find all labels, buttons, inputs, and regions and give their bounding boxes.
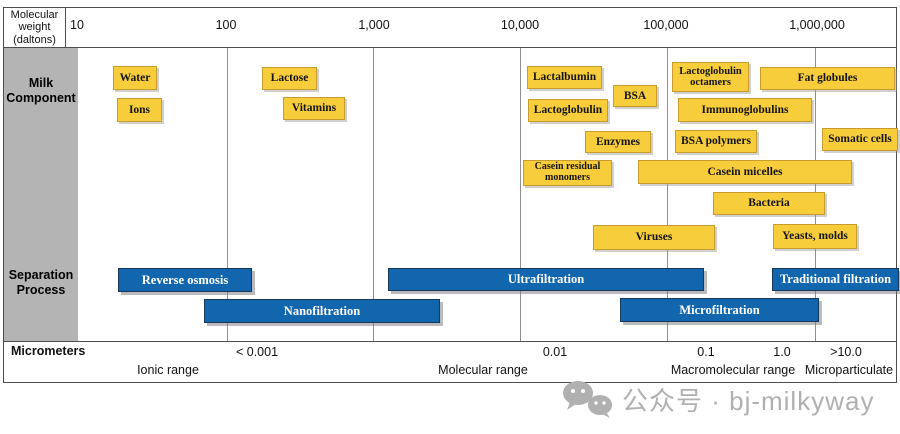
- component-box-lactoglobulin: Lactoglobulin: [528, 99, 608, 122]
- component-box-bsa: BSA: [613, 85, 657, 107]
- sidebar-gray-panel: [4, 48, 78, 341]
- molecular-weight-axis-label: Molecular weight (daltons): [10, 9, 59, 46]
- axis-label-box-border: [65, 8, 66, 47]
- component-box-lactose: Lactose: [262, 67, 317, 90]
- gridline-100: [227, 48, 228, 341]
- um-value-10: 1.0: [773, 345, 791, 359]
- dalton-tick-10k: 10,000: [500, 18, 540, 32]
- range-label-microparticulate: Microparticulate: [804, 363, 894, 377]
- milk-component-label: Milk Component: [6, 76, 76, 105]
- dalton-tick-10: 10: [70, 18, 84, 32]
- component-box-enzymes: Enzymes: [585, 131, 651, 153]
- watermark-text: 公众号 · bj-milkyway: [622, 385, 875, 416]
- dalton-tick-100: 100: [215, 18, 237, 32]
- component-box-vitamins: Vitamins: [283, 97, 345, 120]
- um-value-0001: < 0.001: [235, 345, 279, 359]
- dalton-tick-1k: 1,000: [358, 18, 390, 32]
- process-bar-microfiltration: Microfiltration: [620, 298, 819, 322]
- um-value-01: 0.1: [697, 345, 715, 359]
- component-box-somatic-cells: Somatic cells: [822, 128, 898, 151]
- component-box-bacteria: Bacteria: [713, 192, 825, 215]
- um-value-gt10: >10.0: [830, 345, 862, 359]
- component-box-yeasts-molds: Yeasts, molds: [773, 224, 857, 249]
- process-bar-traditional-filtration: Traditional filtration: [772, 268, 899, 291]
- dalton-tick-1m: 1,000,000: [789, 18, 845, 32]
- component-box-immunoglobulins: Immunoglobulins: [678, 98, 812, 122]
- wechat-icon: [562, 380, 614, 418]
- watermark: 公众号 · bj-milkyway: [562, 380, 874, 418]
- component-box-bsa-polymers: BSA polymers: [675, 130, 757, 153]
- gridline-100k: [667, 48, 668, 341]
- component-box-fat-globules: Fat globules: [760, 67, 895, 90]
- process-bar-nanofiltration: Nanofiltration: [204, 299, 440, 323]
- range-label-macromolecular: Macromolecular range: [670, 363, 796, 377]
- um-value-001: 0.01: [542, 345, 568, 359]
- range-label-ionic: Ionic range: [137, 363, 199, 377]
- component-box-water: Water: [113, 66, 157, 90]
- component-box-casein-micelles: Casein micelles: [638, 160, 852, 184]
- header-divider: [3, 47, 897, 48]
- dalton-tick-100k: 100,000: [643, 18, 689, 32]
- process-bar-reverse-osmosis: Reverse osmosis: [118, 268, 252, 292]
- process-bar-ultrafiltration: Ultrafiltration: [388, 268, 704, 291]
- component-box-ions: Ions: [117, 98, 162, 122]
- component-box-viruses: Viruses: [593, 225, 715, 250]
- component-box-lactoglobulin-octamers: Lactoglobulin octamers: [672, 62, 749, 92]
- component-box-lactalbumin: Lactalbumin: [527, 66, 602, 89]
- component-box-casein-residual-monomers: Casein residual monomers: [523, 160, 612, 186]
- separation-process-label: Separation Process: [8, 268, 74, 297]
- range-label-molecular: Molecular range: [438, 363, 528, 377]
- footer-divider: [3, 341, 897, 342]
- gridline-1k: [373, 48, 374, 341]
- micrometers-axis-label: Micrometers: [11, 344, 86, 358]
- gridline-10k: [520, 48, 521, 341]
